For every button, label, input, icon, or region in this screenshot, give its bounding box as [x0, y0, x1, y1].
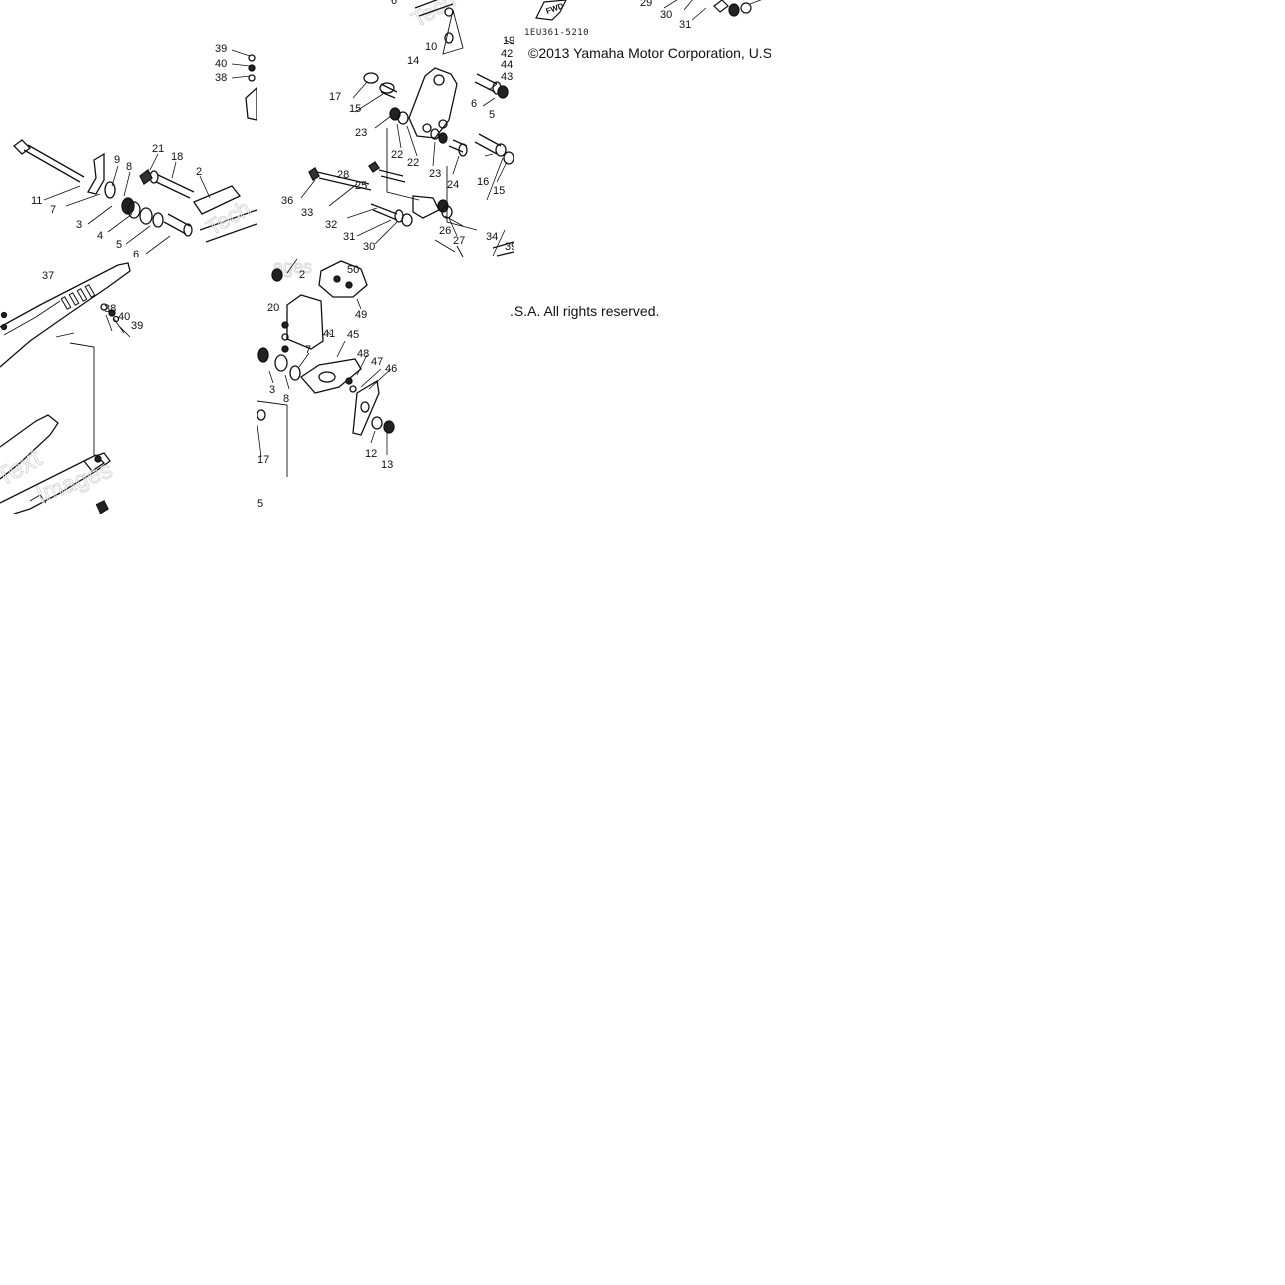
swingarm-drawing: 37 38 40 39 Text Images — [0, 262, 143, 514]
callout-23: 23 — [355, 127, 367, 139]
callout-17b: 17 — [257, 454, 269, 466]
callout-25: 25 — [355, 180, 367, 192]
fwd-strip-drawing: FWD 29 30 31 — [535, 0, 762, 31]
callout-49: 49 — [355, 309, 367, 321]
callout-8: 8 — [126, 161, 132, 173]
callout-6: 6 — [133, 249, 139, 257]
fwd-arrow-icon — [535, 0, 567, 21]
callout-37: 37 — [42, 270, 54, 282]
diagram-tile-title-strip: FWD 29 30 31 1EU361-5210 ©2013 Yamaha Mo… — [514, 0, 771, 66]
callout-2b: 2 — [299, 269, 305, 281]
callout-39: 39 — [215, 43, 227, 55]
callout-38b: 38 — [104, 303, 116, 315]
callout-19: 19 — [503, 35, 514, 47]
callout-48: 48 — [357, 348, 369, 360]
callout-11: 11 — [31, 195, 42, 207]
drawing-code: 1EU361-5210 — [524, 28, 590, 38]
callout-38: 38 — [215, 72, 227, 84]
callout-10: 10 — [425, 41, 437, 53]
callout-9: 9 — [114, 154, 120, 166]
callout-31-top: 31 — [679, 19, 691, 31]
callout-34: 34 — [486, 231, 498, 243]
callout-3b: 3 — [269, 384, 275, 396]
callout-33: 33 — [301, 207, 313, 219]
callout-42: 42 — [501, 48, 513, 60]
callout-36: 36 — [281, 195, 293, 207]
callout-21: 21 — [152, 143, 164, 155]
callout-15: 15 — [349, 103, 361, 115]
diagram-tile-axle-parts: 39 40 38 21 18 9 8 2 11 7 3 4 5 6 Tech — [0, 0, 257, 257]
callout-47: 47 — [371, 356, 383, 368]
callout-43: 43 — [501, 71, 513, 83]
callout-30-top: 30 — [660, 9, 672, 21]
callout-12: 12 — [365, 448, 377, 460]
callout-4: 4 — [97, 230, 103, 242]
callout-29: 29 — [640, 0, 652, 9]
callout-7b: 7 — [305, 344, 311, 356]
diagram-tile-bracket-parts: ages — [257, 257, 514, 514]
copyright-text-part-1: ©2013 Yamaha Motor Corporation, U.S — [528, 45, 771, 61]
callout-27: 27 — [453, 235, 465, 247]
callout-26: 26 — [439, 225, 451, 237]
callout-5b: 5 — [257, 498, 263, 510]
callout-41: 41 — [323, 328, 335, 340]
callout-31: 31 — [343, 231, 355, 243]
callout-44: 44 — [501, 59, 513, 71]
callout-23b: 23 — [429, 168, 441, 180]
callout-40b: 40 — [118, 311, 130, 323]
callout-30: 30 — [363, 241, 375, 253]
callout-6-top: 6 — [391, 0, 397, 7]
callout-6: 6 — [471, 98, 477, 110]
callout-22b: 22 — [407, 157, 419, 169]
bracket-parts-drawing: ages — [257, 257, 397, 510]
callout-39b: 39 — [505, 241, 514, 253]
callout-5: 5 — [116, 239, 122, 251]
callout-14: 14 — [407, 55, 419, 67]
axle-parts-drawing: 39 40 38 21 18 9 8 2 11 7 3 4 5 6 Tech — [13, 43, 257, 257]
callout-15b: 15 — [493, 185, 505, 197]
callout-40: 40 — [215, 58, 227, 70]
callout-13: 13 — [381, 459, 393, 471]
callout-20: 20 — [267, 302, 279, 314]
callout-3: 3 — [76, 219, 82, 231]
callout-7: 7 — [50, 204, 56, 216]
callout-39c: 39 — [131, 320, 143, 332]
callout-45: 45 — [347, 329, 359, 341]
callout-32: 32 — [325, 219, 337, 231]
callout-8b: 8 — [283, 393, 289, 405]
callout-22: 22 — [391, 149, 403, 161]
callout-50: 50 — [347, 264, 359, 276]
copyright-text-part-2: .S.A. All rights reserved. — [510, 303, 660, 319]
callout-5: 5 — [489, 109, 495, 121]
callout-2: 2 — [196, 166, 202, 178]
callout-28: 28 — [337, 169, 349, 181]
relay-arm-drawing: Tech — [281, 0, 514, 257]
watermark: ages — [273, 257, 312, 277]
diagram-tile-swingarm: 37 38 40 39 Text Images — [0, 257, 257, 514]
callout-46: 46 — [385, 363, 397, 375]
callout-18: 18 — [171, 151, 183, 163]
diagram-tile-relay-arm: Tech — [257, 0, 514, 257]
callout-16: 16 — [477, 176, 489, 188]
callout-24: 24 — [447, 179, 459, 191]
callout-17: 17 — [329, 91, 341, 103]
